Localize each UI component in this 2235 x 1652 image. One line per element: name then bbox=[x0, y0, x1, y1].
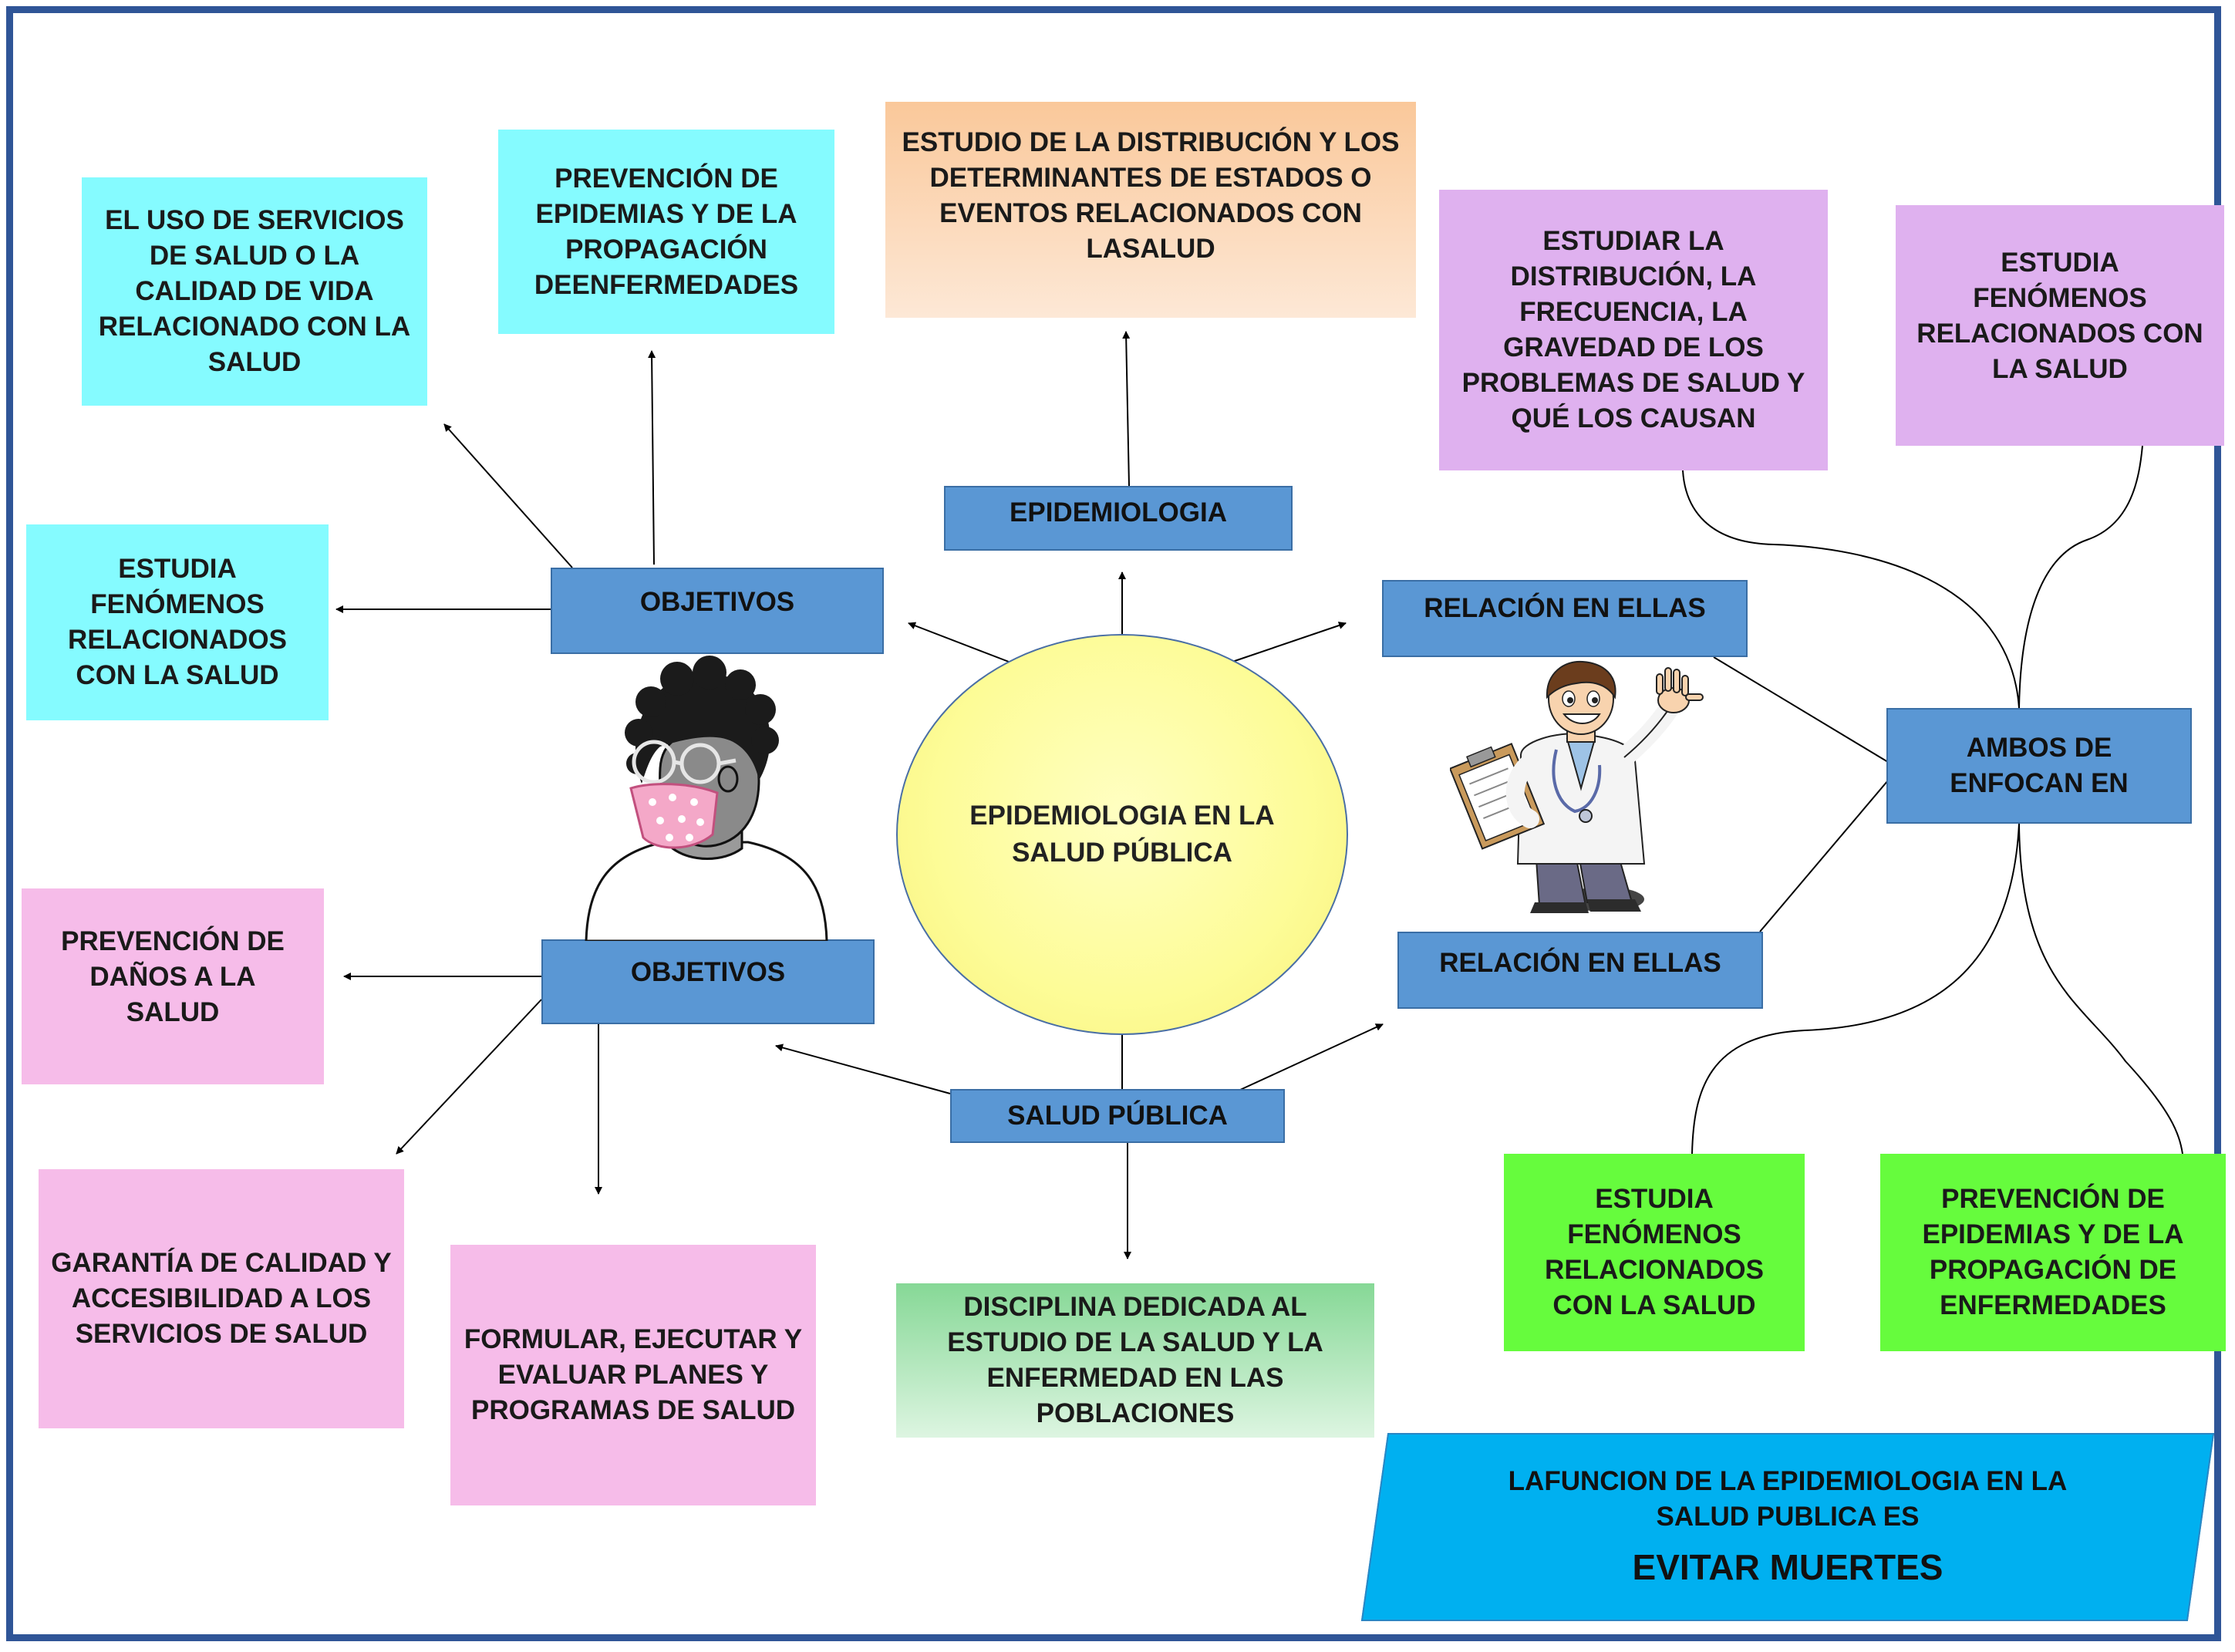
box-prevencion-danos: PREVENCIÓN DE DAÑOS A LA SALUD bbox=[22, 888, 324, 1084]
hub-epidemiologia: EPIDEMIOLOGIA bbox=[944, 486, 1293, 551]
line-relacion-bottom-ambos bbox=[1759, 780, 1889, 932]
box-disciplina: DISCIPLINA DEDICADA AL ESTUDIO DE LA SAL… bbox=[896, 1283, 1374, 1438]
box-estudio-distribucion: ESTUDIO DE LA DISTRIBUCIÓN Y LOS DETERMI… bbox=[885, 102, 1416, 318]
conclusion-line-1: LAFUNCION DE LA EPIDEMIOLOGIA EN LA SALU… bbox=[1508, 1466, 2068, 1532]
center-ellipse: EPIDEMIOLOGIA EN LA SALUD PÚBLICA bbox=[896, 634, 1348, 1035]
arrow-objetivos-garantia bbox=[396, 999, 542, 1155]
box-prevencion-epidemias-green: PREVENCIÓN DE EPIDEMIAS Y DE LA PROPAGAC… bbox=[1880, 1154, 2226, 1351]
box-estudia-fenomenos-green: ESTUDIA FENÓMENOS RELACIONADOS CON LA SA… bbox=[1504, 1154, 1805, 1351]
page-frame bbox=[6, 6, 2221, 1641]
hub-relacion-top: RELACIÓN EN ELLAS bbox=[1382, 580, 1748, 657]
arrow-center-objetivos bbox=[908, 622, 1010, 662]
line-relacion-top-ambos bbox=[1713, 656, 1889, 763]
arrow-salud-objetivos bbox=[775, 1043, 951, 1094]
curve-ambos-estudia bbox=[2018, 445, 2143, 709]
doctor-illustration bbox=[1450, 660, 1704, 913]
conclusion-banner: LAFUNCION DE LA EPIDEMIOLOGIA EN LA SALU… bbox=[1360, 1433, 2215, 1621]
box-prevencion-epidemias: PREVENCIÓN DE EPIDEMIAS Y DE LA PROPAGAC… bbox=[498, 130, 834, 334]
hub-ambos: AMBOS DE ENFOCAN EN bbox=[1886, 708, 2192, 824]
arrow-epidemiologia-estudio bbox=[1122, 331, 1131, 487]
conclusion-line-2: EVITAR MUERTES bbox=[1632, 1547, 1943, 1587]
box-estudia-fenomenos-left: ESTUDIA FENÓMENOS RELACIONADOS CON LA SA… bbox=[26, 524, 329, 720]
curve-ambos-estudiar bbox=[1682, 470, 2020, 709]
box-formular-planes: FORMULAR, EJECUTAR Y EVALUAR PLANES Y PR… bbox=[450, 1245, 816, 1505]
arrow-objetivos-uso bbox=[443, 423, 573, 568]
arrow-center-relacion bbox=[1232, 622, 1347, 662]
hub-salud-publica: SALUD PÚBLICA bbox=[950, 1089, 1285, 1143]
box-garantia-calidad: GARANTÍA DE CALIDAD Y ACCESIBILIDAD A LO… bbox=[39, 1169, 404, 1428]
arrow-objetivos-prevencion bbox=[648, 350, 656, 565]
woman-mask-illustration bbox=[585, 656, 828, 941]
arrow-salud-relacion bbox=[1238, 1023, 1384, 1091]
curve-ambos-green-right bbox=[2018, 823, 2183, 1155]
box-uso-servicios: EL USO DE SERVICIOS DE SALUD O LA CALIDA… bbox=[82, 177, 427, 406]
curve-ambos-green-left bbox=[1691, 823, 2020, 1155]
hub-objetivos-top: OBJETIVOS bbox=[551, 568, 884, 654]
hub-objetivos-bottom: OBJETIVOS bbox=[541, 939, 875, 1024]
box-estudia-fenomenos-right: ESTUDIA FENÓMENOS RELACIONADOS CON LA SA… bbox=[1896, 205, 2224, 446]
hub-relacion-bottom: RELACIÓN EN ELLAS bbox=[1397, 932, 1763, 1009]
box-estudiar-distribucion: ESTUDIAR LA DISTRIBUCIÓN, LA FRECUENCIA,… bbox=[1439, 190, 1828, 470]
